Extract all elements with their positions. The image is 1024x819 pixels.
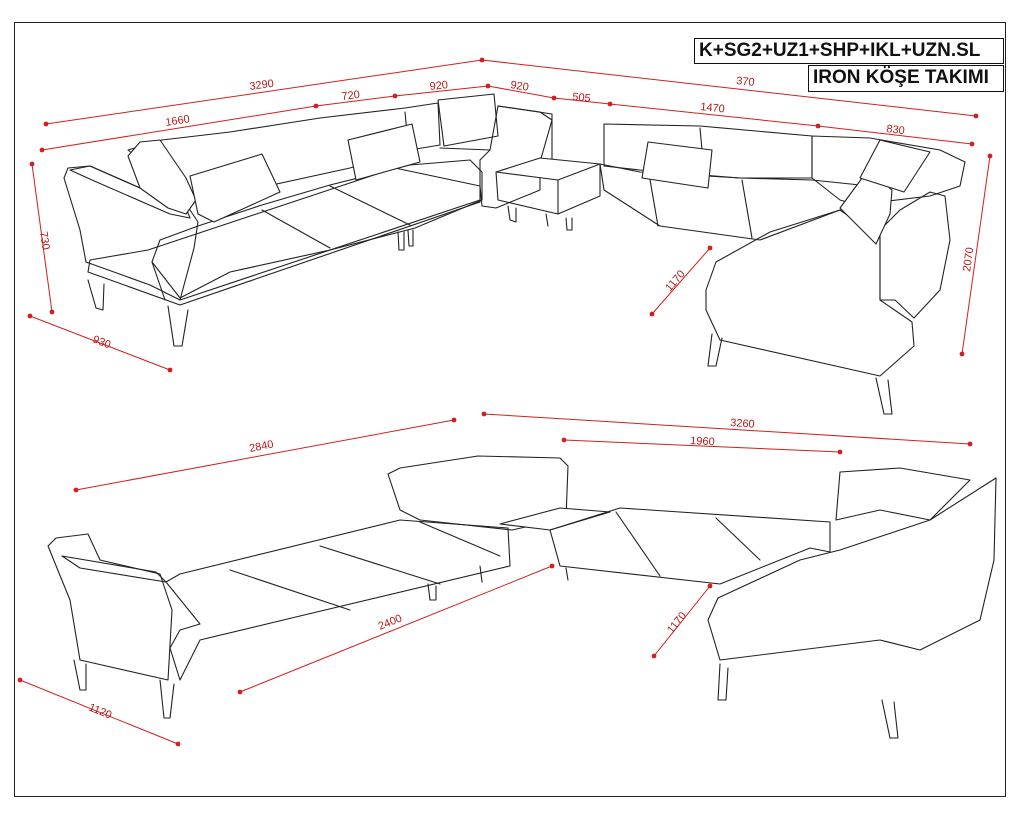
bed-right-mattress xyxy=(549,507,831,585)
chaise-backrest xyxy=(811,135,966,207)
table-module-body xyxy=(495,163,601,215)
right-cushion-1 xyxy=(641,141,713,189)
bed-mattress-seams xyxy=(229,521,501,611)
bed-left-armrest xyxy=(47,533,173,681)
drawing-sheet-frame xyxy=(14,22,1006,797)
left-sofa-leg-front xyxy=(87,279,189,347)
chaise-legs xyxy=(707,333,893,415)
bed-corner-module xyxy=(387,455,569,531)
dim-bed-chaise-depth: 1170 xyxy=(665,610,689,636)
dim-depth-left: 930 xyxy=(91,334,112,352)
dimensions-top: 3290 370 1660 720 920 920 505 1470 830 7… xyxy=(27,57,993,373)
left-cushion-2 xyxy=(189,153,281,223)
corner-cushion xyxy=(437,93,499,147)
chaise-cushion-2 xyxy=(859,139,931,193)
bed-right-seams xyxy=(615,511,761,577)
dim-left-length: 2840 xyxy=(248,438,274,454)
left-seat-front xyxy=(151,199,481,301)
dimensions-bottom: 2840 3260 1960 2400 1120 1170 xyxy=(17,411,973,747)
dim-bed-length: 2400 xyxy=(377,612,404,632)
bed-chaise-backrest xyxy=(835,467,971,521)
dim-chaise-depth: 1170 xyxy=(663,268,688,294)
dim-right-seat: 1960 xyxy=(690,435,715,448)
bed-legs xyxy=(73,565,899,739)
dim-corner-b: 920 xyxy=(510,79,530,94)
left-sofa-seat xyxy=(151,159,483,299)
dim-total-right: 370 xyxy=(736,75,756,89)
bottom-sofa-bed xyxy=(47,455,997,739)
bed-chaise xyxy=(707,477,997,661)
left-sofa-leg-mid xyxy=(397,229,414,251)
title-block: K+SG2+UZ1+SHP+IKL+UZN.SL IRON KÖŞE TAKIM… xyxy=(694,38,1004,94)
bed-mattress xyxy=(165,519,511,681)
top-sofa-set xyxy=(63,93,966,415)
dim-height: 730 xyxy=(37,231,51,251)
dim-seat-module: 720 xyxy=(341,89,361,103)
dim-bed-depth: 1120 xyxy=(87,702,113,722)
left-cushion-1 xyxy=(127,139,197,215)
table-module-top xyxy=(495,157,601,181)
bed-table-top xyxy=(499,507,611,531)
chaise-body xyxy=(705,209,915,377)
table-module-legs xyxy=(507,205,573,231)
dim-chaise-end: 830 xyxy=(886,123,906,137)
product-name: IRON KÖŞE TAKIMI xyxy=(808,65,1004,92)
right-sofa-seat xyxy=(599,163,861,241)
dim-right-length: 3260 xyxy=(730,417,755,431)
left-sofa-base xyxy=(87,167,481,306)
dim-left-sofa: 1660 xyxy=(165,113,191,129)
dim-right-total: 2070 xyxy=(961,247,976,273)
chaise-armrest xyxy=(879,191,951,319)
right-sofa-backrest xyxy=(603,123,813,179)
left-armrest-top xyxy=(69,165,191,219)
left-armrest xyxy=(63,165,199,301)
product-code: K+SG2+UZ1+SHP+IKL+UZN.SL xyxy=(694,38,1004,64)
dim-corner-a: 920 xyxy=(429,79,449,93)
dim-right-sofa: 1470 xyxy=(700,101,726,115)
bed-left-armrest-top xyxy=(61,555,167,583)
dim-table-module: 505 xyxy=(572,91,592,105)
left-cushion-3 xyxy=(347,123,421,181)
dim-total-left: 3290 xyxy=(249,78,275,93)
